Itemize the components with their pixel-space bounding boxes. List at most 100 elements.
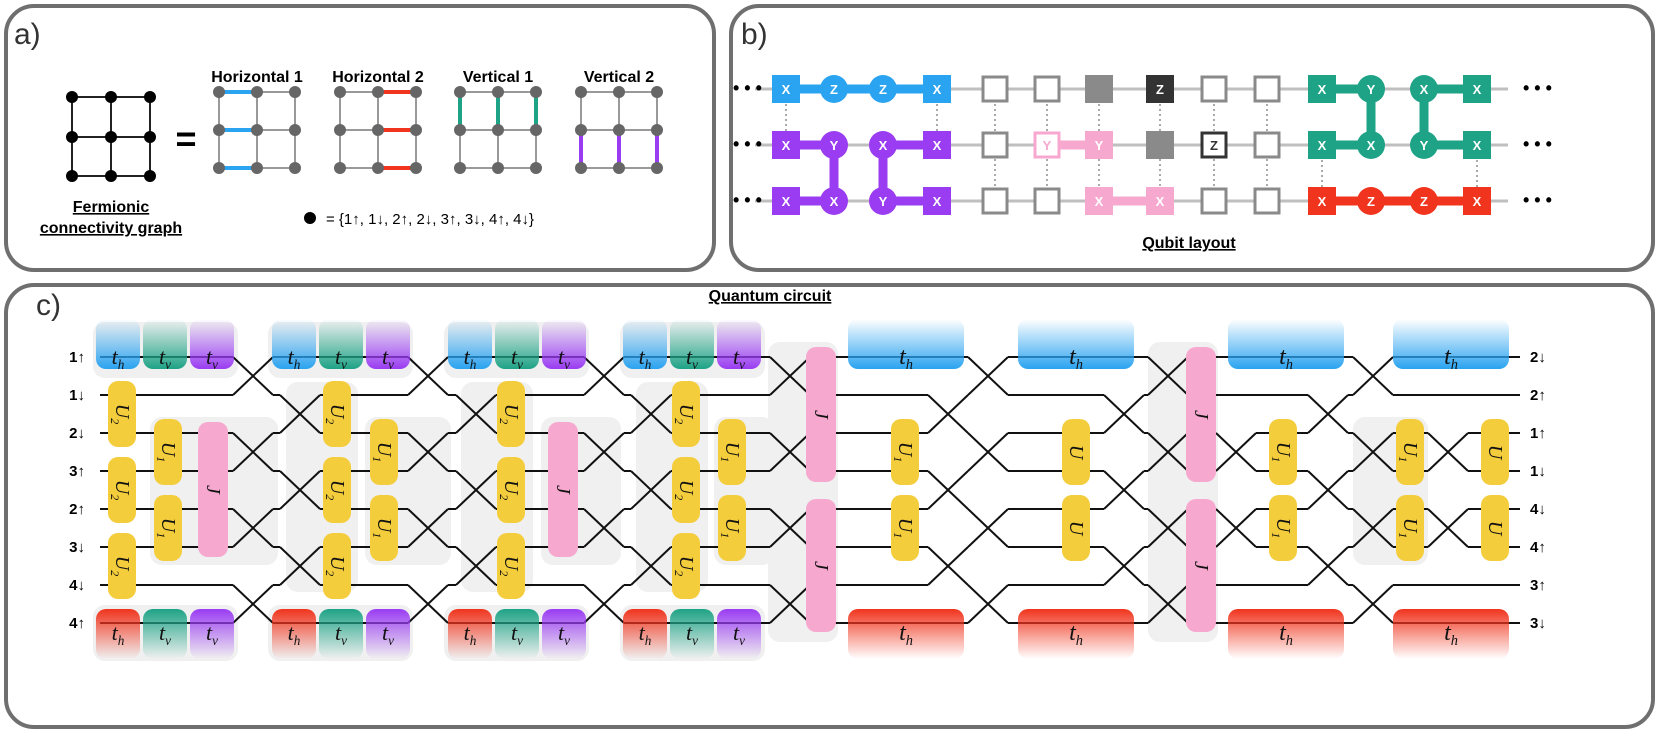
qubit-cell: X	[772, 131, 800, 159]
wire-label-left: 2↑	[69, 501, 85, 518]
swap-cross	[279, 546, 321, 586]
interaction-gate	[108, 381, 136, 447]
interaction-gate	[672, 457, 700, 523]
node	[410, 124, 422, 136]
legend-text: = {1↑, 1↓, 2↑, 2↓, 3↑, 3↓, 4↑, 4↓}	[326, 211, 534, 228]
qubit-square	[1085, 187, 1113, 215]
qubit-cell: X	[1146, 187, 1174, 215]
ellipsis-right: • • •	[1523, 190, 1552, 210]
tunneling-gate-top	[670, 319, 714, 369]
swap-cross	[407, 432, 449, 472]
qubit-label: X	[933, 82, 942, 97]
qubit-cell: X	[923, 131, 951, 159]
node	[613, 124, 625, 136]
swap-cross	[1307, 546, 1349, 586]
qubit-cell: X	[1463, 131, 1491, 159]
node	[289, 86, 301, 98]
tunneling-gate-top-wide	[1018, 319, 1134, 369]
interaction-gate	[718, 419, 746, 485]
qubit-square	[1085, 131, 1113, 159]
qubit-cell: Z	[1410, 187, 1438, 215]
exchange-gate	[806, 499, 836, 632]
swap-cross	[279, 470, 321, 510]
qubit-square	[1463, 131, 1491, 159]
qubit-label: X	[933, 194, 942, 209]
qubit-square	[923, 187, 951, 215]
wire-label-right: 3↑	[1530, 577, 1546, 594]
gate-label: J	[1190, 410, 1212, 420]
node	[372, 86, 384, 98]
panel-a-graphs: = Fermionic connectivity graph Horizonta…	[40, 69, 663, 237]
interaction-gate	[891, 419, 919, 485]
swap-cross	[927, 470, 969, 510]
swap-cross	[1147, 356, 1189, 396]
qubit-label: X	[1473, 194, 1482, 209]
panel-c-letter: c)	[36, 289, 61, 322]
qubit-circle	[1410, 131, 1438, 159]
qubit-label: X	[830, 194, 839, 209]
swap-cross	[1307, 470, 1349, 510]
qubit-cell	[1085, 75, 1113, 103]
interaction-gate	[323, 381, 351, 447]
qubit-cell: X	[923, 187, 951, 215]
node	[334, 162, 346, 174]
edge-graph-4: Vertical 2	[575, 69, 663, 174]
qubit-cell: X	[1357, 131, 1385, 159]
qubit-cell: Y	[820, 131, 848, 159]
legend-node	[304, 212, 316, 224]
node	[454, 162, 466, 174]
swap-cross	[967, 356, 1009, 396]
ellipsis-right: • • •	[1523, 134, 1552, 154]
interaction-gate	[154, 495, 182, 561]
node	[492, 162, 504, 174]
qubit-circle	[1410, 75, 1438, 103]
tunneling-gate-top-wide	[1393, 319, 1509, 369]
qubit-label: X	[782, 82, 791, 97]
tunneling-gate-top	[623, 319, 667, 369]
qubit-cell	[1253, 75, 1281, 103]
swap-cross	[927, 394, 969, 434]
qubit-circle	[869, 75, 897, 103]
qubit-cell: Y	[1410, 131, 1438, 159]
qubit-square	[1308, 75, 1336, 103]
swap-cross	[583, 432, 625, 472]
interaction-gate	[1396, 495, 1424, 561]
qubit-cell: X	[1308, 75, 1336, 103]
qubit-cell	[1200, 75, 1228, 103]
equals-sign: =	[175, 118, 196, 159]
swap-cross	[232, 356, 274, 396]
wire-label-left: 1↑	[69, 349, 85, 366]
swap-cross	[967, 508, 1009, 548]
qubit-square	[1463, 75, 1491, 103]
exchange-gate	[548, 422, 578, 557]
swap-cross	[927, 546, 969, 586]
interaction-gate	[1062, 495, 1090, 561]
swap-cross	[769, 584, 811, 624]
fermionic-caption-line2: connectivity graph	[40, 220, 182, 237]
wire-label-left: 4↑	[69, 615, 85, 632]
panel-a: a) = Fermionic connectivity graph Horizo…	[4, 4, 716, 272]
tunneling-gate-bottom	[319, 609, 363, 659]
qubit-cell	[1033, 75, 1061, 103]
node	[530, 162, 542, 174]
exchange-gate	[1186, 499, 1216, 632]
swap-cross	[1352, 432, 1394, 472]
tunneling-gate-bottom-wide	[1228, 609, 1344, 659]
qubit-square	[772, 75, 800, 103]
swap-cross	[1352, 508, 1394, 548]
node	[492, 124, 504, 136]
node	[334, 124, 346, 136]
node	[410, 162, 422, 174]
fermionic-caption-line1: Fermionic	[73, 199, 150, 216]
swap-cross	[769, 356, 811, 396]
qubit-empty	[1033, 75, 1061, 103]
interaction-gate	[718, 495, 746, 561]
tunneling-gate-bottom-wide	[848, 609, 964, 659]
tunneling-gate-bottom	[670, 609, 714, 659]
interaction-gate	[1269, 419, 1297, 485]
swap-cross	[1147, 584, 1189, 624]
interaction-gate	[672, 381, 700, 447]
swap-cross	[967, 432, 1009, 472]
